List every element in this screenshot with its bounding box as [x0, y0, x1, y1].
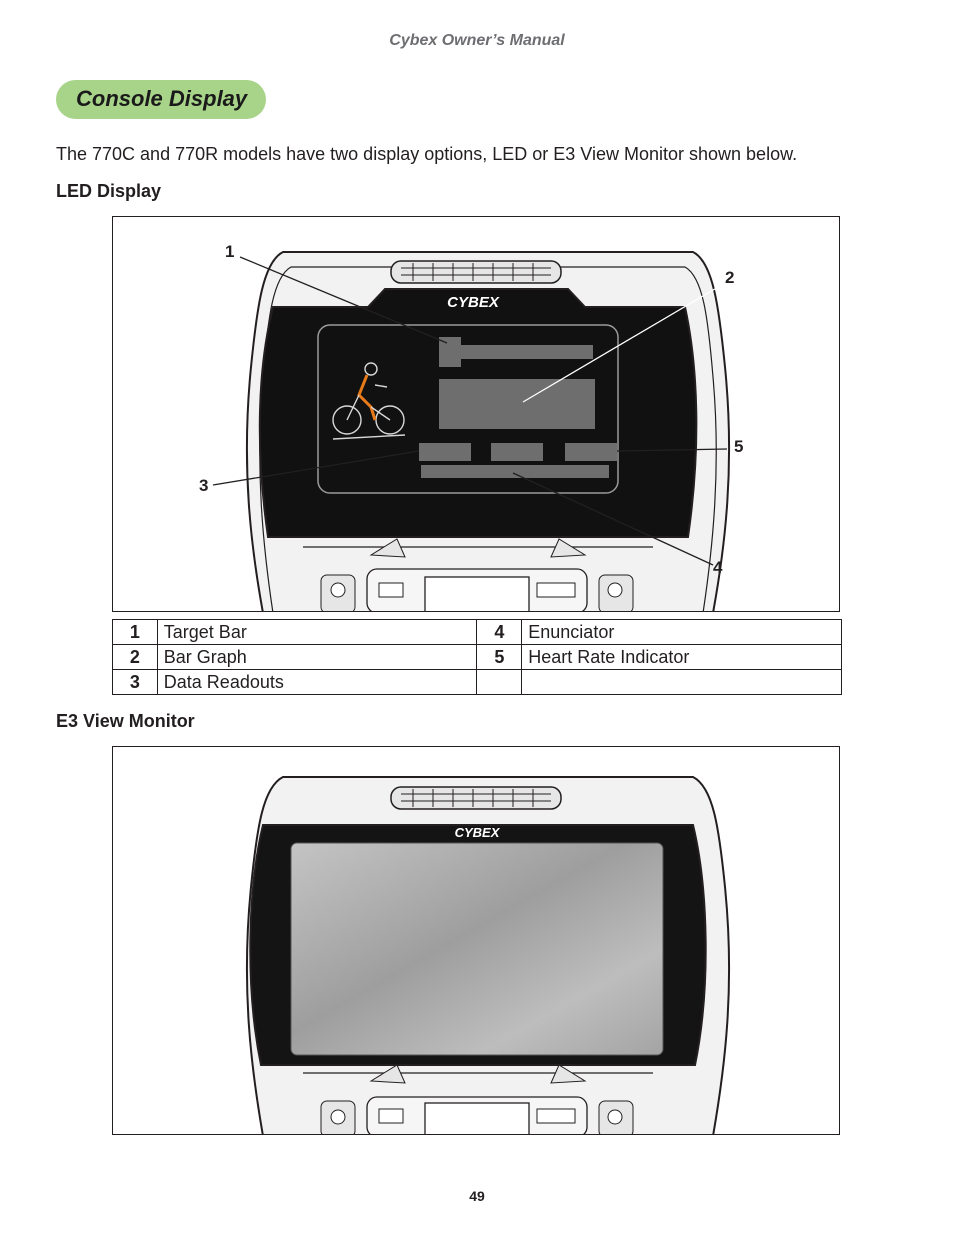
heart-rate-indicator [565, 443, 617, 461]
brand-logo: CYBEX [455, 825, 501, 840]
e3-monitor-figure: CYBEX [112, 746, 840, 1135]
led-display-heading: LED Display [56, 181, 162, 201]
target-bar-track [461, 345, 593, 359]
table-row: 2 Bar Graph 5 Heart Rate Indicator [112, 644, 842, 670]
section-title: Console Display [76, 86, 248, 111]
e3-monitor-heading: E3 View Monitor [56, 711, 195, 731]
callout-3: 3 [199, 476, 208, 495]
legend-label: Enunciator [521, 619, 842, 645]
legend-label [521, 669, 842, 695]
legend-number: 3 [112, 669, 158, 695]
lower-button [378, 1108, 404, 1124]
lower-button [536, 582, 576, 598]
legend-number [476, 669, 523, 695]
led-legend-table: 1 Target Bar 4 Enunciator 2 Bar Graph 5 … [112, 619, 842, 695]
brand-logo: CYBEX [447, 294, 500, 311]
intro-paragraph: The 770C and 770R models have two displa… [56, 144, 798, 164]
enunciator [421, 465, 609, 478]
data-readout [491, 443, 543, 461]
lower-button [536, 1108, 576, 1124]
callout-2: 2 [725, 268, 734, 287]
data-readout [419, 443, 471, 461]
touchscreen-display [290, 842, 664, 1056]
legend-label: Heart Rate Indicator [521, 644, 842, 670]
table-row: 1 Target Bar 4 Enunciator [112, 619, 842, 645]
e3-console-illustration: CYBEX [245, 776, 731, 1134]
speaker-grille [390, 786, 562, 810]
speaker-grille [390, 260, 562, 284]
legend-number: 1 [112, 619, 158, 645]
target-bar [439, 337, 461, 367]
lower-button [378, 582, 404, 598]
cyclist-icon [332, 362, 406, 440]
legend-number: 4 [476, 619, 523, 645]
bar-graph [439, 379, 595, 429]
led-console-illustration: CYBEX [199, 242, 743, 611]
callout-5: 5 [734, 437, 743, 456]
section-title-pill: Console Display [56, 80, 266, 119]
callout-4: 4 [713, 558, 723, 577]
running-header: Cybex Owner’s Manual [389, 32, 565, 49]
lower-screen [424, 576, 530, 611]
legend-label: Data Readouts [156, 669, 478, 695]
legend-label: Bar Graph [156, 644, 478, 670]
lower-screen [424, 1102, 530, 1134]
legend-number: 2 [112, 644, 158, 670]
led-display-figure: CYBEX [112, 216, 840, 612]
table-row: 3 Data Readouts [112, 669, 842, 695]
legend-label: Target Bar [156, 619, 478, 645]
legend-number: 5 [476, 644, 523, 670]
callout-1: 1 [225, 242, 234, 261]
page-number: 49 [469, 1188, 485, 1204]
